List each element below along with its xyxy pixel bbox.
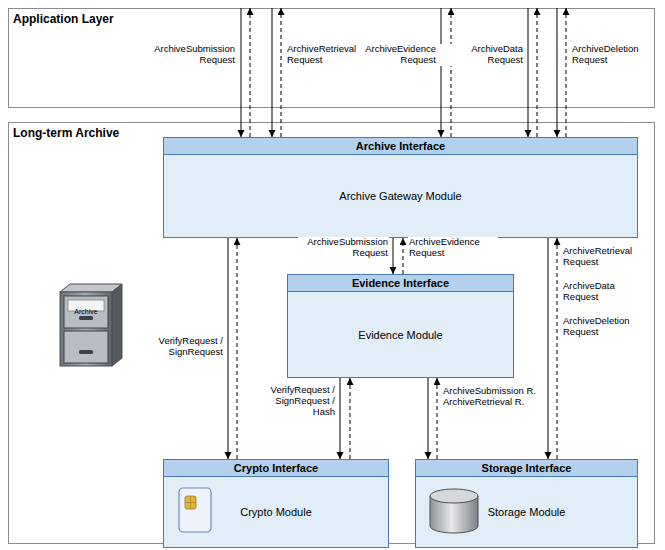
request-arrow: [228, 238, 229, 459]
message-label: ArchiveSubmission Request: [148, 44, 236, 66]
request-arrow: [557, 8, 558, 137]
message-label: ArchiveSubmission Request: [298, 237, 389, 259]
module-box: Evidence InterfaceEvidence Module: [287, 274, 514, 378]
response-arrow: [537, 8, 538, 137]
module-name: Evidence Module: [288, 292, 513, 377]
request-arrow: [241, 8, 242, 137]
response-arrow: [451, 8, 452, 137]
request-arrow: [528, 8, 529, 137]
request-arrow: [441, 8, 442, 137]
request-arrow: [548, 238, 549, 459]
response-arrow: [281, 8, 282, 137]
response-arrow: [350, 378, 351, 459]
message-label: ArchiveDeletion Request: [571, 44, 651, 66]
region-heading: Application Layer: [9, 9, 118, 29]
file-cabinet-icon: [60, 284, 122, 366]
message-label: ArchiveRetrieval Request: [286, 44, 366, 66]
module-name: Storage Module: [416, 477, 637, 547]
request-label: ArchiveDeletion Request: [562, 316, 650, 338]
interface-header: Storage Interface: [416, 460, 637, 477]
module-box: Crypto InterfaceCrypto Module: [163, 459, 389, 548]
module-name: Crypto Module: [164, 477, 388, 547]
response-arrow: [566, 8, 567, 137]
request-arrow: [340, 378, 341, 459]
message-label: VerifyRequest / SignRequest / Hash: [254, 385, 336, 418]
message-label: ArchiveData Request: [440, 44, 524, 66]
response-arrow: [557, 238, 558, 459]
request-arrow: [428, 378, 429, 459]
response-arrow: [403, 238, 404, 274]
request-arrow: [393, 238, 394, 274]
response-arrow: [437, 378, 438, 459]
message-label: ArchiveEvidence Request: [360, 44, 437, 66]
request-label: ArchiveData Request: [562, 281, 650, 303]
interface-header: Archive Interface: [164, 138, 637, 155]
message-label: ArchiveRetrieval Request: [562, 246, 650, 268]
drawer-label: Archive: [73, 308, 98, 316]
module-box: Archive InterfaceArchive Gateway Module: [163, 137, 638, 238]
message-label: VerifyRequest / SignRequest: [140, 336, 224, 358]
module-box: Storage InterfaceStorage Module: [415, 459, 638, 548]
message-label: ArchiveEvidence Request: [408, 237, 498, 259]
region-heading: Long-term Archive: [9, 123, 123, 143]
message-label: ArchiveSubmission R. ArchiveRetrieval R.: [442, 386, 544, 408]
response-arrow: [250, 8, 251, 137]
interface-header: Evidence Interface: [288, 275, 513, 292]
module-name: Archive Gateway Module: [164, 155, 637, 237]
response-arrow: [237, 238, 238, 459]
disk-storage-icon: [430, 489, 478, 533]
request-arrow: [272, 8, 273, 137]
smart-card-icon: [179, 488, 211, 532]
interface-header: Crypto Interface: [164, 460, 388, 477]
